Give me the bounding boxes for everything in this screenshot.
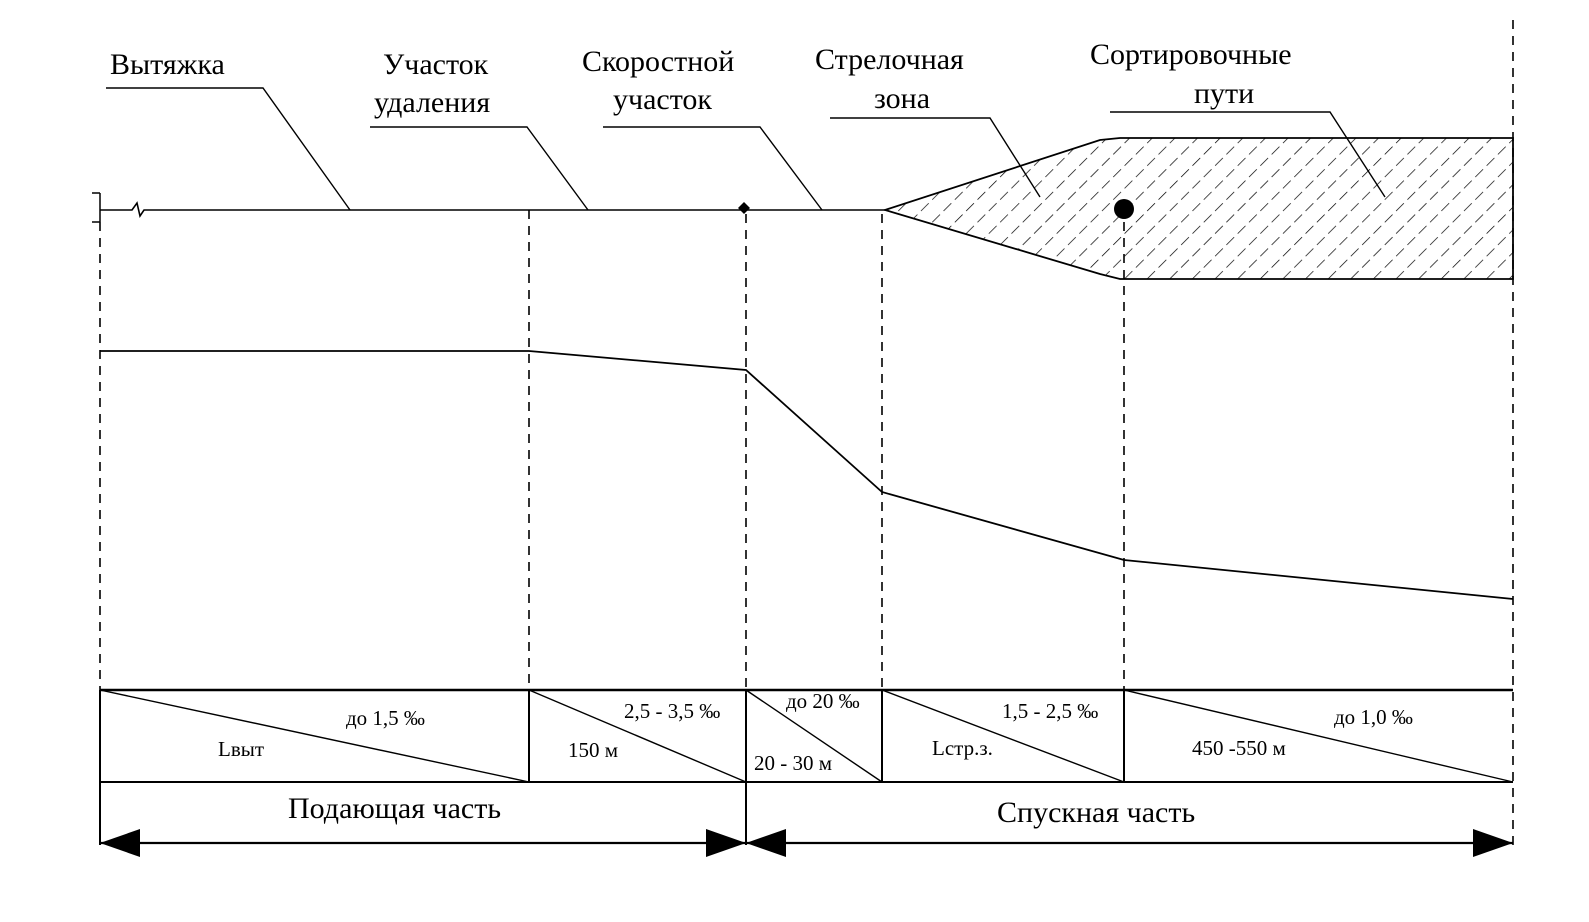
sorting-tracks-hatched-area [881,137,1514,280]
length-cell-4: Lстр.з. [932,736,993,760]
length-cell-1: Lвыт [218,737,264,761]
part-dimensions: Подающая часть Спускная часть [100,792,1513,857]
arrow-right-icon [1473,829,1513,857]
slope-cell-4: 1,5 - 2,5 ‰ [1002,699,1098,723]
label-feeding-part: Подающая часть [288,792,501,825]
length-cell-5: 450 -550 м [1192,736,1286,760]
label-sortirovochnye-2: пути [1194,77,1254,110]
zone-labels: Вытяжка Участок удаления Скоростной учас… [110,38,1292,119]
arrow-right-icon [706,829,746,857]
label-skorostnoy-2: участок [613,83,712,116]
label-skorostnoy-1: Скоростной [582,45,734,78]
label-vytyazhka: Вытяжка [110,48,225,81]
slope-cell-2: 2,5 - 3,5 ‰ [624,699,720,723]
slope-table: до 1,5 ‰ Lвыт 2,5 - 3,5 ‰ 150 м до 20 ‰ … [99,688,1514,845]
label-strelochnaya-1: Стрелочная [815,43,964,76]
arrow-left-icon [746,829,786,857]
hump-track-line [100,201,885,218]
hump-crest-marker [738,202,750,214]
arrow-left-icon [100,829,140,857]
label-uchastok-udaleniya-2: удаления [374,86,490,119]
slope-cell-1: до 1,5 ‰ [346,706,425,730]
design-point-marker [1114,199,1134,219]
label-descending-part: Спускная часть [997,796,1195,829]
leader-lines [106,87,1386,211]
label-strelochnaya-2: зона [874,82,930,115]
length-cell-3: 20 - 30 м [754,751,832,775]
plan-view [92,20,1514,845]
label-uchastok-udaleniya-1: Участок [383,48,489,81]
slope-cell-3: до 20 ‰ [786,689,860,713]
label-sortirovochnye-1: Сортировочные [1090,38,1292,71]
slope-cell-5: до 1,0 ‰ [1334,705,1413,729]
longitudinal-profile-line [100,350,1514,600]
section-dashed-lines [99,210,1125,690]
length-cell-2: 150 м [568,738,618,762]
